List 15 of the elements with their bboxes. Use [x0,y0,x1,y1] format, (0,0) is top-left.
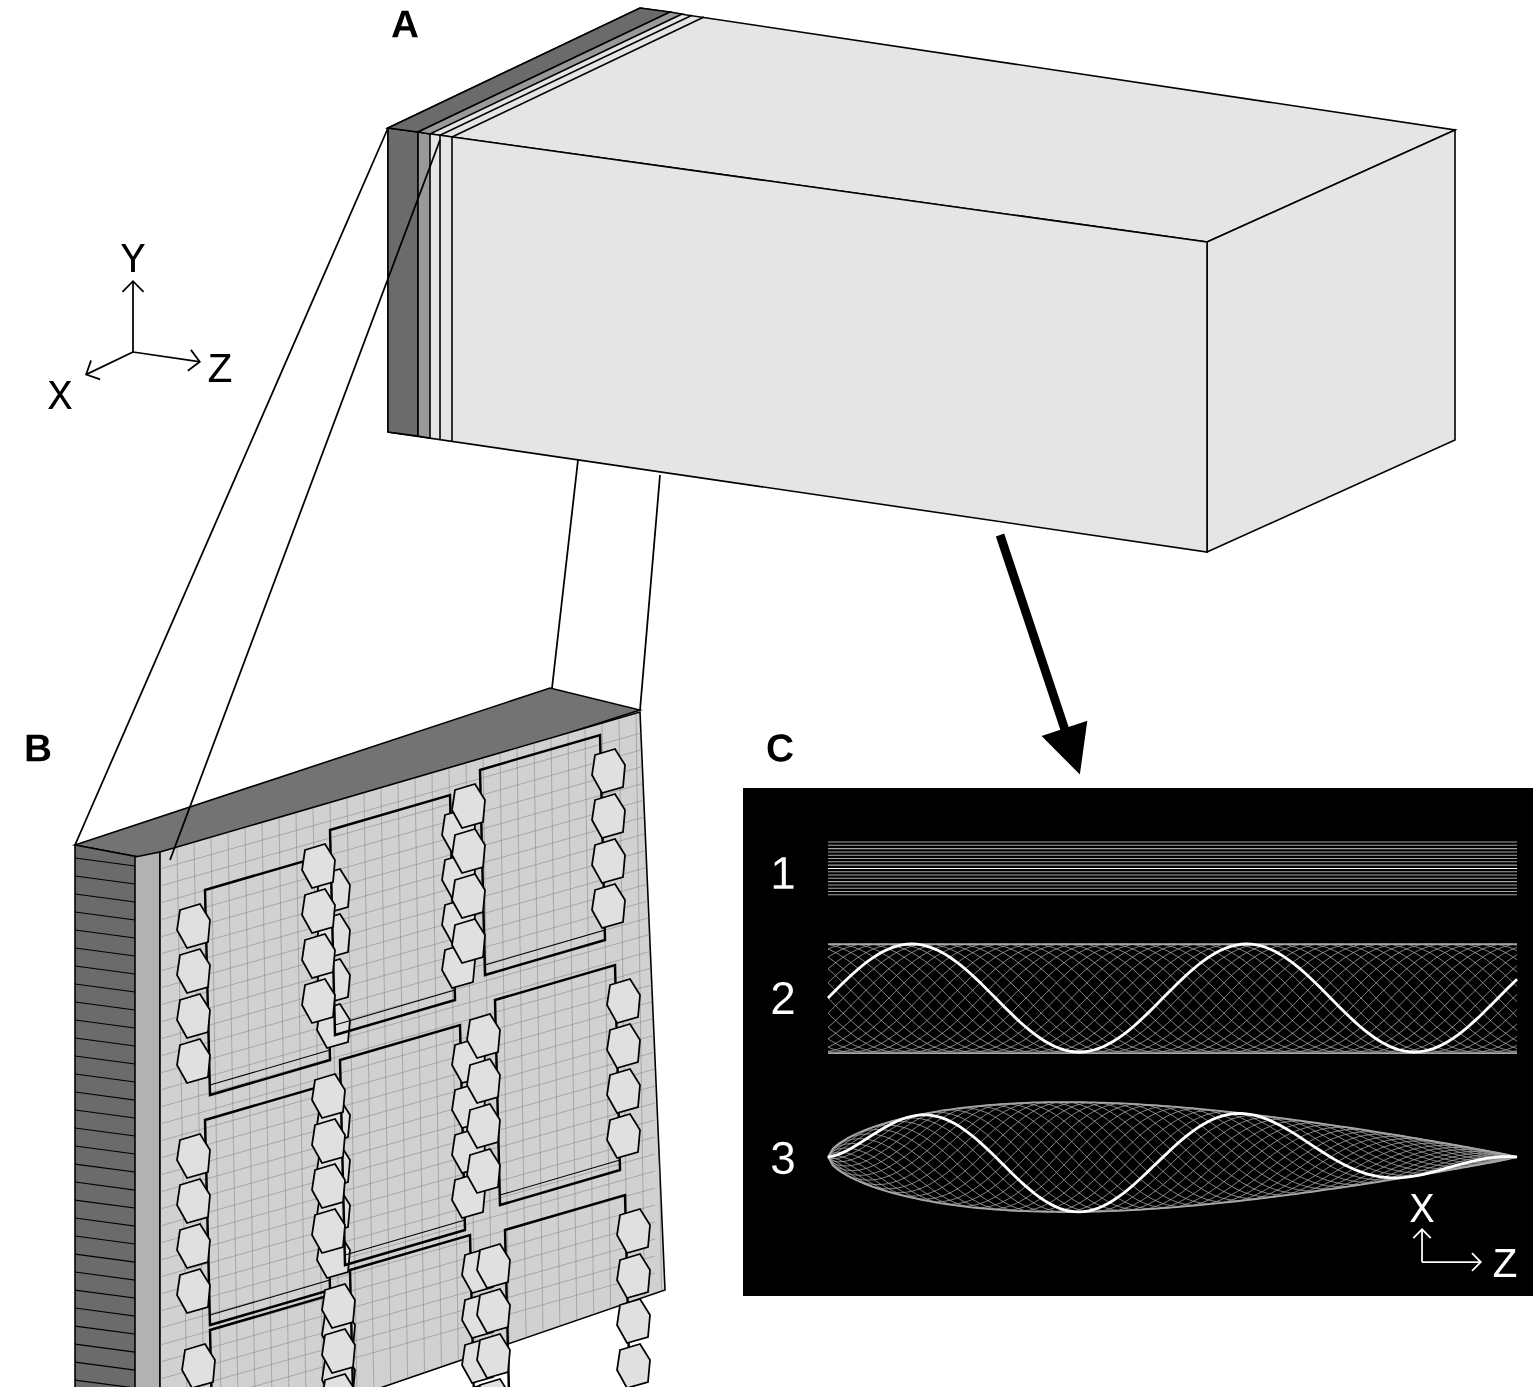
axis-label: X [1410,1194,1434,1222]
axis-label: Z [208,354,232,382]
projection-line [639,474,661,711]
panel-letter: A [392,10,418,38]
projection-line [169,139,441,861]
panel-letter: B [26,734,51,762]
row-number: 3 [772,1141,794,1175]
panel-letter: C [767,734,793,762]
axis-label: X [48,381,72,409]
projection-line [551,459,579,689]
axis-label: Y [121,244,145,272]
row-number: 2 [772,982,794,1014]
projection-line [74,127,389,846]
row-number: 1 [773,857,794,889]
axis-label: Z [1493,1249,1517,1277]
